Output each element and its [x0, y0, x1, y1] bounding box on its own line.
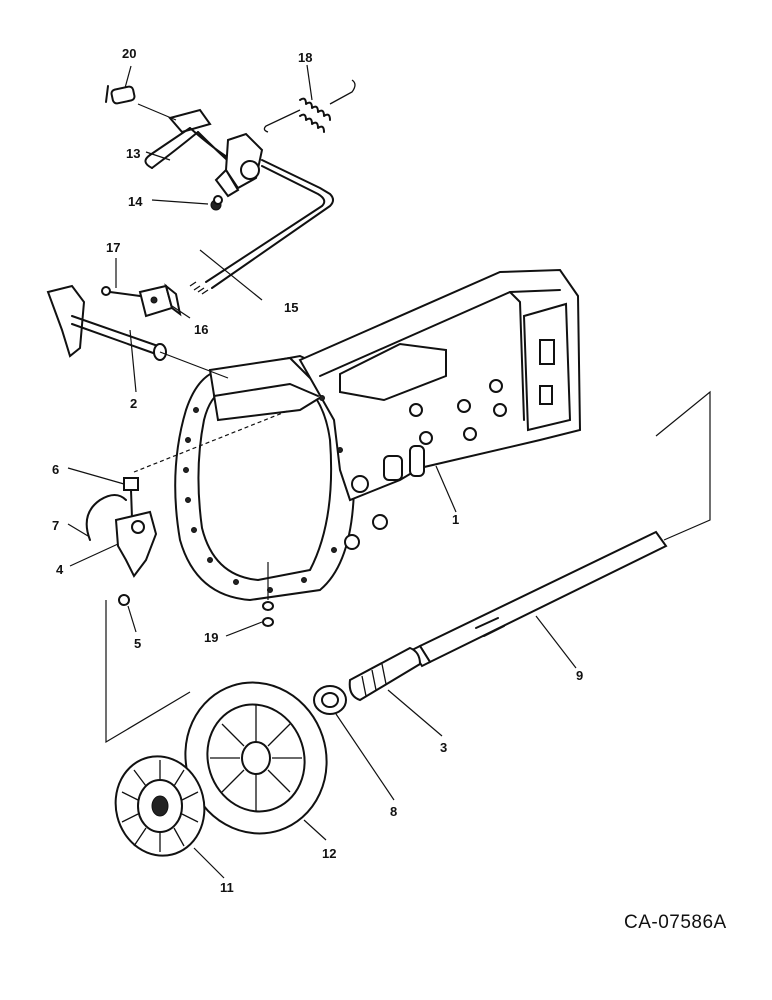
callout-13: 13: [126, 146, 140, 161]
callout-11: 11: [220, 880, 234, 895]
clutch-shaft-part-9: [410, 530, 668, 668]
callout-15: 15: [284, 300, 298, 315]
callout-14: 14: [128, 194, 143, 209]
plug-part-19: [262, 562, 274, 627]
callout-7: 7: [52, 518, 59, 533]
callout-19: 19: [204, 630, 218, 645]
callout-6: 6: [52, 462, 59, 477]
pin-part-20: [105, 85, 136, 105]
spring-part-7: [85, 494, 127, 541]
callout-17: 17: [106, 240, 120, 255]
release-fork-part-4: [114, 510, 158, 578]
callout-1: 1: [452, 512, 459, 527]
drawing-number: CA-07586A: [624, 912, 727, 933]
clutch-rod-part-15: [189, 159, 334, 295]
callout-18: 18: [298, 50, 312, 65]
return-spring-part-18: [263, 79, 356, 133]
callout-20: 20: [122, 46, 136, 61]
nut-part-5: [118, 594, 130, 606]
clutch-disc-part-11: [114, 755, 206, 857]
callout-8: 8: [390, 804, 397, 819]
leader-lines: [67, 64, 577, 879]
release-bearing-carrier-part-3: [348, 646, 422, 702]
callout-4: 4: [56, 562, 64, 577]
bolt-part-17: [101, 286, 141, 297]
clutch-housing-part-1: [174, 268, 582, 602]
callout-3: 3: [440, 740, 447, 755]
bolt-part-6: [123, 477, 139, 519]
callout-12: 12: [322, 846, 336, 861]
callout-5: 5: [134, 636, 141, 651]
release-shaft-part-2: [46, 284, 167, 361]
callout-9: 9: [576, 668, 583, 683]
lever-part-16: [138, 283, 182, 318]
release-bearing-part-8: [313, 685, 347, 715]
bolt-part-14: [210, 195, 223, 211]
callout-2: 2: [130, 396, 137, 411]
callout-16: 16: [194, 322, 208, 337]
clutch-pedal-part-13: [144, 108, 264, 198]
